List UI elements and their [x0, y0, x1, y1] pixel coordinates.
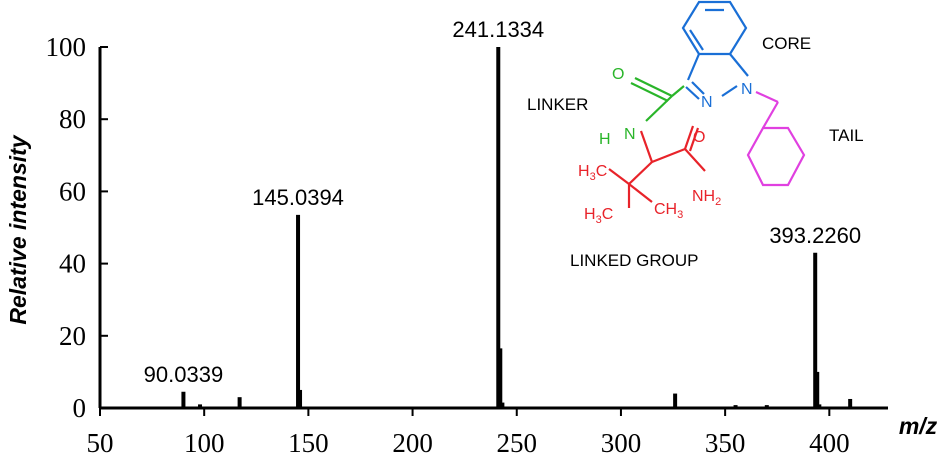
- x-tick-label: 250: [497, 428, 538, 458]
- nh2-label: NH2: [692, 188, 721, 208]
- tail-label: TAIL: [829, 126, 864, 145]
- y-axis-title: Relative intensity: [5, 134, 31, 324]
- x-tick-label: 150: [288, 428, 329, 458]
- peak-label: 241.1334: [452, 17, 544, 42]
- linked-group-tert-leucinamide: [608, 125, 706, 208]
- chart-peaks: [181, 47, 853, 408]
- y-tick-label: 80: [59, 104, 86, 134]
- methyl-c-label: CH3: [654, 201, 683, 221]
- amide-nitrogen-label: N: [624, 126, 636, 143]
- peak-label: 393.2260: [769, 223, 861, 248]
- linker-oxygen-label: O: [612, 66, 624, 83]
- y-tick-label: 20: [59, 321, 86, 351]
- amide-hydrogen-label: H: [599, 131, 611, 148]
- x-tick-label: 200: [392, 428, 433, 458]
- peak-labels: 90.0339 145.0394 241.1334 393.2260: [144, 17, 861, 387]
- x-tick-label: 50: [87, 428, 114, 458]
- core-indazole: [681, 0, 749, 100]
- chemical-structure: N N O N H O NH2: [527, 0, 864, 270]
- peak-label: 145.0394: [252, 185, 344, 210]
- ring-n-2-label: N: [741, 81, 753, 98]
- linked-group-label: LINKED GROUP: [570, 251, 698, 270]
- y-tick-label: 40: [59, 249, 86, 279]
- amide-oxygen-label: O: [693, 129, 705, 146]
- tail-cyclohexyl: [746, 90, 806, 187]
- ring-n-1-label: N: [701, 94, 713, 111]
- methyl-a-label: H3C: [578, 163, 607, 183]
- core-label: CORE: [762, 34, 811, 53]
- y-tick-label: 100: [46, 32, 87, 62]
- x-axis-title: m/z: [899, 413, 938, 439]
- y-tick-label: 0: [73, 393, 87, 423]
- chart-axes: 0 20 40 60 80 100 50 100 150 200 250 300 350 400: [46, 32, 888, 458]
- x-tick-label: 100: [184, 428, 225, 458]
- y-tick-label: 60: [59, 176, 86, 206]
- linker-carboxamide: [630, 77, 685, 122]
- x-tick-label: 400: [809, 428, 850, 458]
- x-tick-label: 350: [705, 428, 746, 458]
- linker-label: LINKER: [527, 95, 588, 114]
- x-tick-label: 300: [601, 428, 642, 458]
- methyl-b-label: H3C: [584, 206, 613, 226]
- peak-label: 90.0339: [144, 362, 224, 387]
